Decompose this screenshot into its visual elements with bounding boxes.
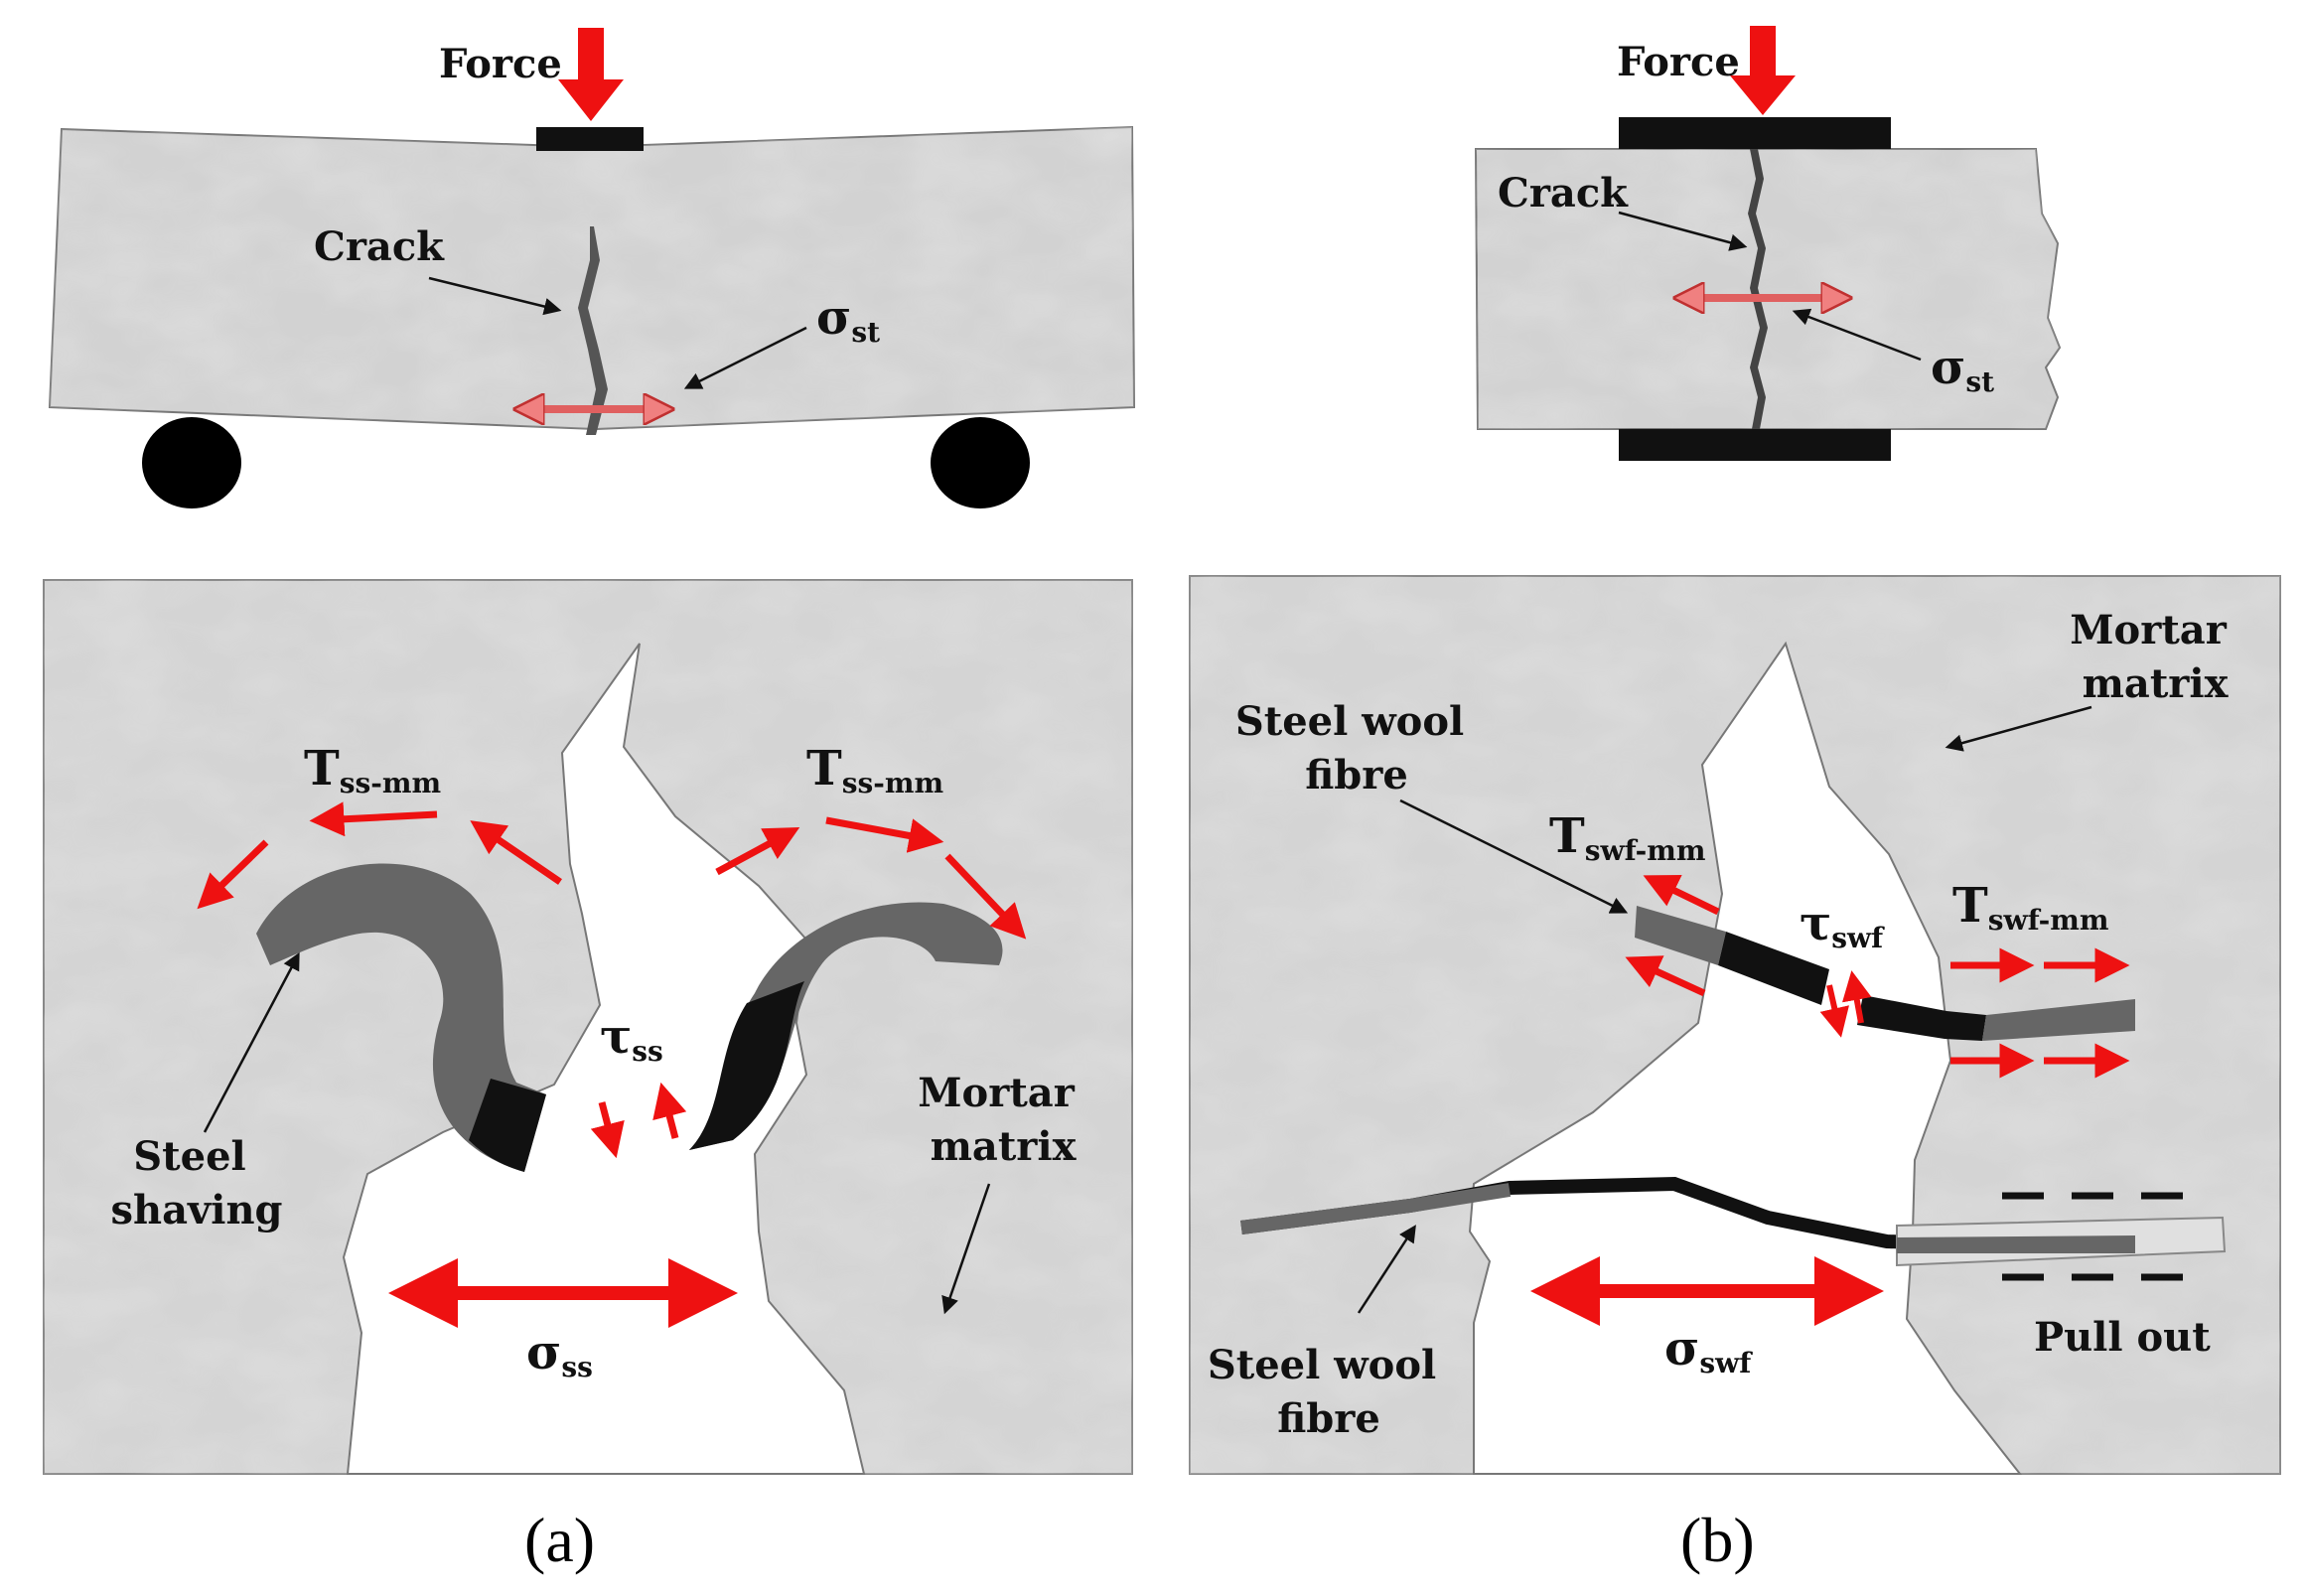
- sigma-st-b: σst: [1931, 340, 1994, 398]
- caption-b: (b): [1680, 1505, 1755, 1575]
- tension-label-a-left: Tss-mm: [304, 741, 441, 799]
- tension-label-b-left: Tswf-mm: [1549, 808, 1706, 867]
- sigma-st-a: σst: [816, 290, 880, 349]
- crack-label-a: Crack: [314, 223, 445, 270]
- fibre-top-black-right: [1857, 995, 1986, 1041]
- load-plate-top-b: [1619, 117, 1891, 149]
- force-arrow-b: [1730, 26, 1796, 115]
- steel-shaving-label: Steel shaving: [110, 1133, 282, 1233]
- tension-label-b-right: Tswf-mm: [1952, 878, 2109, 937]
- tau-ss-label: τss: [600, 1009, 663, 1068]
- sigma-swf-label: σswf: [1664, 1321, 1753, 1379]
- steel-shaving-left: [256, 863, 546, 1172]
- mortar-pointer-b: [1945, 705, 2092, 752]
- ts-arrow-left-2: [197, 839, 269, 910]
- tension-label-a-right: Tss-mm: [806, 741, 943, 799]
- panel-b-split-test: Force Crack σst: [1474, 26, 2062, 461]
- mortar-label-a: Mortar matrix: [918, 1070, 1087, 1170]
- caption-a: (a): [524, 1505, 595, 1575]
- tb-arrow-lower-left: [1625, 955, 1706, 997]
- panel-a-zoom: Tss-mm Tss-mm τss σss Steel shaving Mort…: [43, 579, 1133, 1575]
- support-right: [931, 417, 1030, 508]
- fibre-top-label: Steel wool fibre: [1235, 698, 1478, 798]
- sigma-ss-label: σss: [526, 1325, 593, 1383]
- tau-arrow-a-down: [590, 1101, 625, 1159]
- force-label-b: Force: [1617, 39, 1740, 85]
- force-label-a: Force: [439, 41, 562, 87]
- tau-arrow-a-up: [652, 1082, 687, 1139]
- crack-pointer-a: [428, 276, 562, 316]
- tb-arrow-upper-left: [1643, 874, 1720, 916]
- tau-swf-label: τswf: [1800, 896, 1885, 954]
- mortar-label-b: Mortar matrix: [2070, 607, 2239, 707]
- force-arrow-a: [558, 28, 624, 121]
- ts-arrow-right-1: [715, 827, 800, 876]
- mortar-pointer-a: [941, 1183, 991, 1315]
- fibre-bottom-pointer: [1357, 1225, 1416, 1314]
- fibre-top-grey: [1635, 906, 1726, 965]
- fibre-top-black: [1718, 932, 1829, 1005]
- panel-a-beam-test: Force Crack σst: [48, 28, 1136, 508]
- sigma-pointer-a: [683, 326, 807, 389]
- ts-arrow-right-2: [825, 816, 944, 853]
- pull-out-dashes: [2002, 1192, 2183, 1281]
- support-left: [142, 417, 241, 508]
- crack-label-b: Crack: [1498, 170, 1629, 217]
- crack-pointer-b: [1618, 211, 1748, 251]
- panel-b-zoom: Mortar matrix Steel wool fibre Tswf-mm τ…: [1189, 575, 2281, 1575]
- load-plate-bottom-b: [1619, 429, 1891, 461]
- tau-arrow-b-down: [1819, 984, 1849, 1038]
- pull-out-label: Pull out: [2034, 1314, 2211, 1361]
- ts-arrow-right-3: [944, 853, 1027, 940]
- tau-arrow-b-up: [1841, 970, 1872, 1024]
- fibre-top-pointer: [1399, 798, 1629, 914]
- fibre-top-grey-right: [1982, 999, 2135, 1041]
- sigma-pointer-b: [1792, 308, 1922, 362]
- crack-a: [578, 226, 608, 435]
- fibre-bottom-label: Steel wool fibre: [1208, 1342, 1450, 1442]
- load-plate-a: [536, 127, 644, 151]
- ts-arrow-left-1: [309, 801, 438, 837]
- ts-arrow-left-3: [470, 820, 562, 885]
- shaving-pointer: [203, 951, 300, 1133]
